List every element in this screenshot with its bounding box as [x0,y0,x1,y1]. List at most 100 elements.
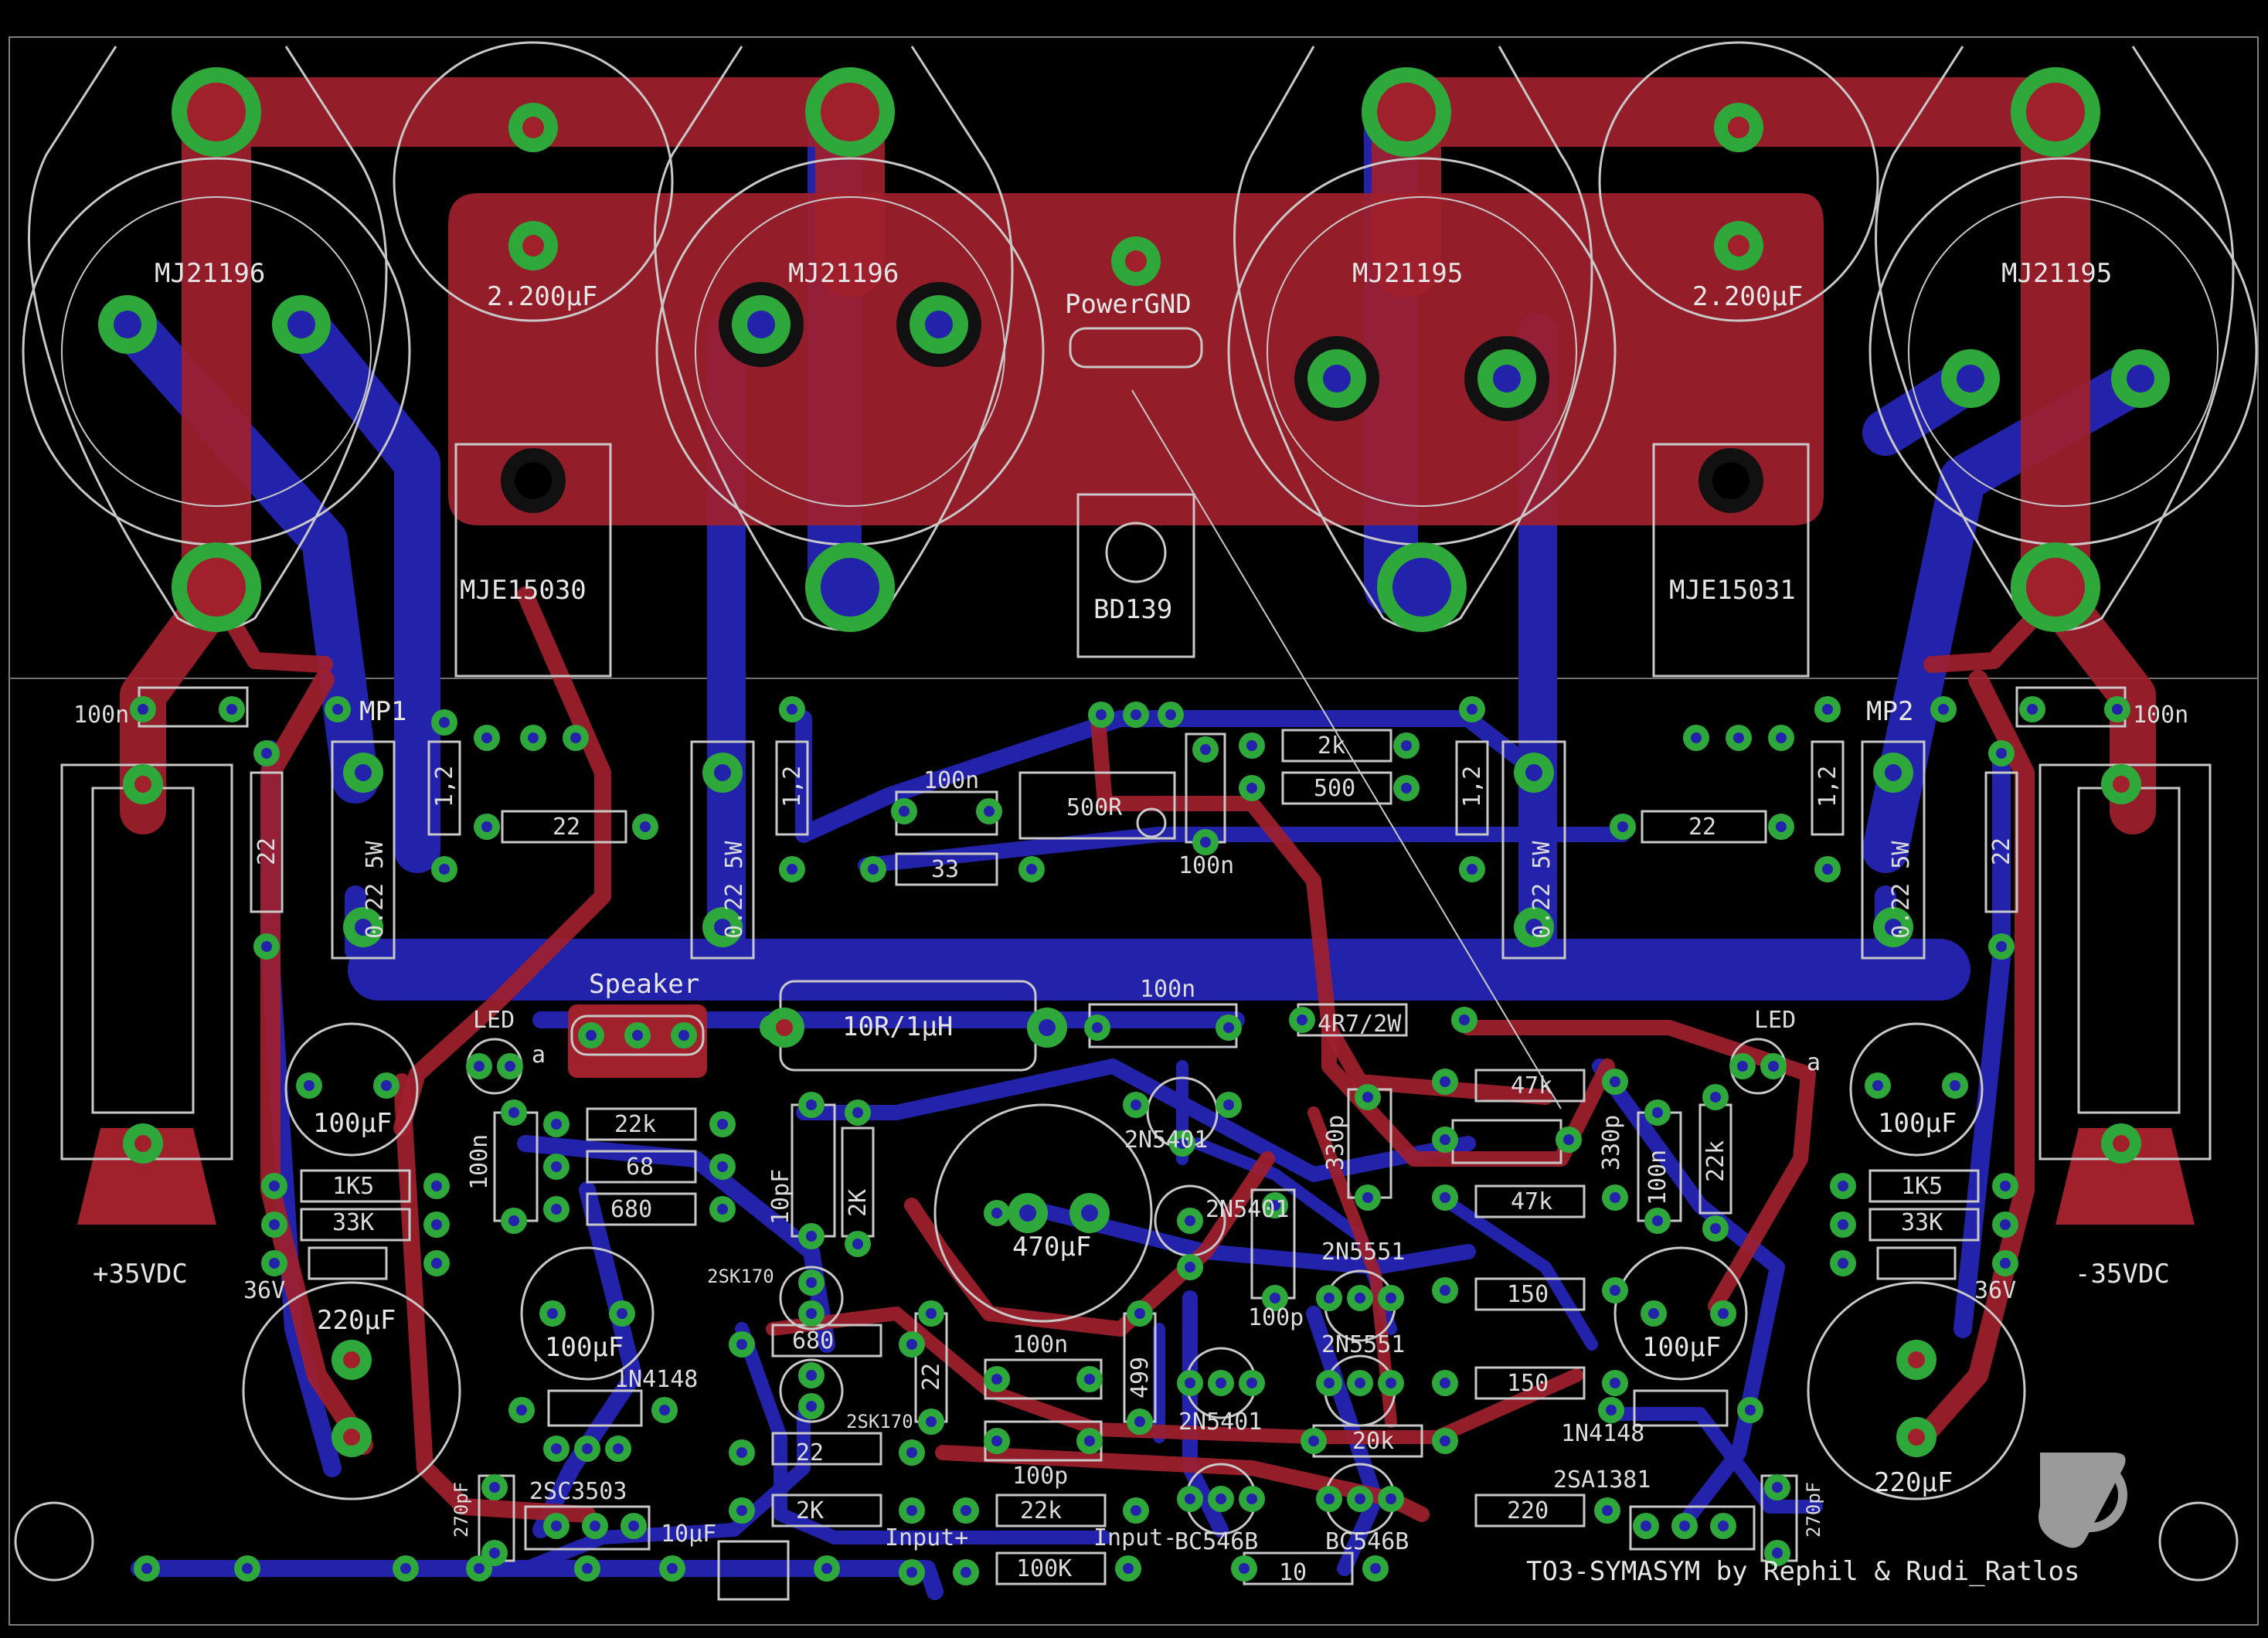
large-pad-hole [134,776,151,793]
label-mj21196-left: MJ21196 [155,258,265,289]
pad-hole [1355,1293,1365,1303]
label-c100n-mid: 100n [923,767,979,794]
pad-hole [508,1215,519,1226]
large-pad-hole [1525,764,1542,781]
pad-hole [1776,732,1787,743]
label-r12-a: 1,2 [431,766,458,807]
label-c100n-r: 100n [1644,1150,1671,1205]
pad-hole [570,732,581,743]
pad-hole [439,864,450,875]
pad-hole [991,1208,1002,1218]
pad-hole [2000,1258,2011,1269]
rephil-logo: R [2038,1453,2127,1548]
pad-hole [551,1521,562,1531]
pad-hole [787,864,797,875]
label-c100p: 100p [1248,1304,1304,1331]
pad-hole [736,1339,747,1350]
label-r2k-v: 2K [845,1189,872,1217]
label-c10uf: 10µF [661,1521,716,1548]
pads [98,67,2170,632]
pad-hole [1239,1563,1250,1574]
pad-hole [1324,1293,1335,1303]
large-pad-hole [343,1351,360,1368]
pad-hole [1776,821,1787,832]
large-pad-hole [2113,776,2130,793]
pad-hole [431,1219,442,1230]
label-r1k5-right: 1K5 [1901,1173,1943,1200]
pad-hole [1459,1014,1470,1025]
label-mj21195-right: MJ21195 [2001,258,2112,289]
label-mj21196-right: MJ21196 [788,258,899,289]
label-36v-right: 36V [1974,1277,2016,1304]
label-r22-d: 22 [1988,838,2015,865]
large-pad-hole [355,919,372,936]
large-pad-hole [714,764,731,781]
label-r33: 33 [931,856,959,883]
pad-hole [1838,1181,1848,1191]
pad-hole [806,1370,817,1381]
pad-hole [906,1505,917,1516]
pad-hole [1822,864,1833,875]
large-pad-hole [776,1019,793,1036]
label-r22-b: 22 [553,814,580,841]
label-r12-d: 1,2 [1814,766,1841,807]
pad-hole [1617,821,1628,832]
label-c220uf-right: 220µF [1874,1467,1953,1498]
pad-hole [474,1563,485,1574]
pad-hole [659,1405,670,1415]
pad-hole [1246,1494,1257,1504]
pad-hole [806,1401,817,1412]
label-c100n-zobel: 100n [1140,976,1195,1003]
label-led-left: LED [473,1007,515,1034]
label-led-right: LED [1754,1007,1796,1034]
pad-hole [481,732,492,743]
label-input-plus: Input+ [885,1524,968,1551]
pad-hole [269,1181,280,1191]
large-pad-hole [1885,764,1902,781]
pad-hole [806,1099,817,1110]
pad-hole [717,1119,728,1130]
pad-hole [1131,1505,1141,1516]
pad-hole [1092,1022,1103,1033]
label-r220: 220 [1507,1497,1549,1524]
pad-hole [806,1308,817,1319]
pad-hole [1185,1262,1195,1273]
label-r4r7: 4R7/2W [1318,1011,1402,1038]
large-pad-hole [134,1135,151,1152]
pad-hole [717,1161,728,1172]
pad-hole [2112,704,2123,715]
pad-hole [961,1505,971,1516]
pad-hole [736,1447,747,1458]
pad-hole [138,704,148,715]
label-r12-c: 1,2 [1459,766,1486,807]
pad-hole [1440,1436,1450,1446]
label-r22-e: 22 [918,1363,945,1391]
board-outline [9,36,2259,1626]
pad-hole [1822,704,1833,715]
pad-hole [1131,709,1141,720]
pad-hole [1950,1080,1960,1091]
label-2sc3503: 2SC3503 [529,1478,627,1505]
pad-hole [1185,1494,1195,1504]
large-pad-hole [714,919,731,936]
pad-hole [1440,1192,1450,1203]
label-r680-b: 680 [792,1327,834,1354]
pad-hole [1177,1138,1188,1149]
label-c220uf-left: 220µF [317,1305,396,1336]
label-c330p-b: 330p [1598,1115,1625,1171]
label-2sa1381: 2SA1381 [1553,1466,1651,1494]
pad-hole [551,1204,562,1215]
pad-hole [431,1258,442,1269]
pad-hole [1246,740,1257,751]
pad-hole [400,1563,411,1574]
pad-hole [1386,1494,1396,1504]
label-c100uf-bl: 100µF [545,1332,624,1363]
pad-hole [1246,1378,1257,1388]
label-r022-a: 0.22 5W [362,841,389,939]
pad-hole [1370,1563,1381,1574]
label-r22-c: 22 [1688,814,1716,841]
pad-hole [1223,1022,1234,1033]
label-minus35vdc: -35VDC [2075,1259,2170,1290]
pad-hole [226,704,237,715]
pad-hole [1996,941,2007,952]
